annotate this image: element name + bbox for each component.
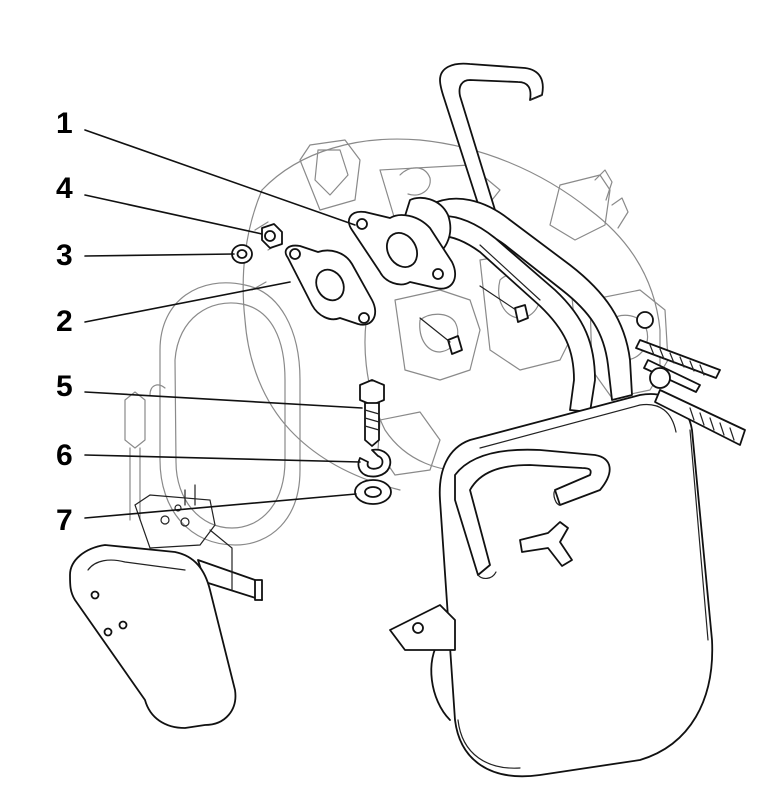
leader-5 [84, 391, 363, 409]
leader-1 [84, 129, 356, 226]
silencer [430, 393, 714, 778]
callout-5: 5 [56, 370, 73, 403]
callout-2: 2 [56, 305, 73, 338]
part-3-washer [231, 244, 253, 264]
callout-labels: 1 4 3 2 5 6 7 [56, 107, 73, 537]
leader-2 [84, 281, 291, 323]
leader-3 [84, 253, 235, 257]
callout-4: 4 [56, 172, 73, 205]
part-7-flat-washer [354, 479, 392, 505]
leader-7 [84, 493, 357, 519]
part-6-spring-washer [357, 448, 392, 478]
callout-3: 3 [56, 239, 73, 272]
part-2-gasket [284, 244, 377, 326]
pump-bracket [69, 484, 263, 729]
part-1-gasket [348, 210, 457, 290]
mounting-bracket [389, 604, 456, 651]
flange-studs [419, 285, 529, 355]
leader-6 [84, 454, 361, 463]
hose-fitting [124, 384, 166, 521]
leader-4 [84, 194, 263, 235]
silencer-hose [454, 448, 611, 579]
part-4-nut [261, 223, 283, 249]
callout-7: 7 [56, 504, 73, 537]
part-5-bolt [359, 379, 385, 447]
callout-1: 1 [56, 107, 73, 140]
leader-lines [84, 129, 363, 519]
callout-6: 6 [56, 439, 73, 472]
right-studs [635, 311, 746, 446]
exhaust-pipe [399, 196, 633, 413]
